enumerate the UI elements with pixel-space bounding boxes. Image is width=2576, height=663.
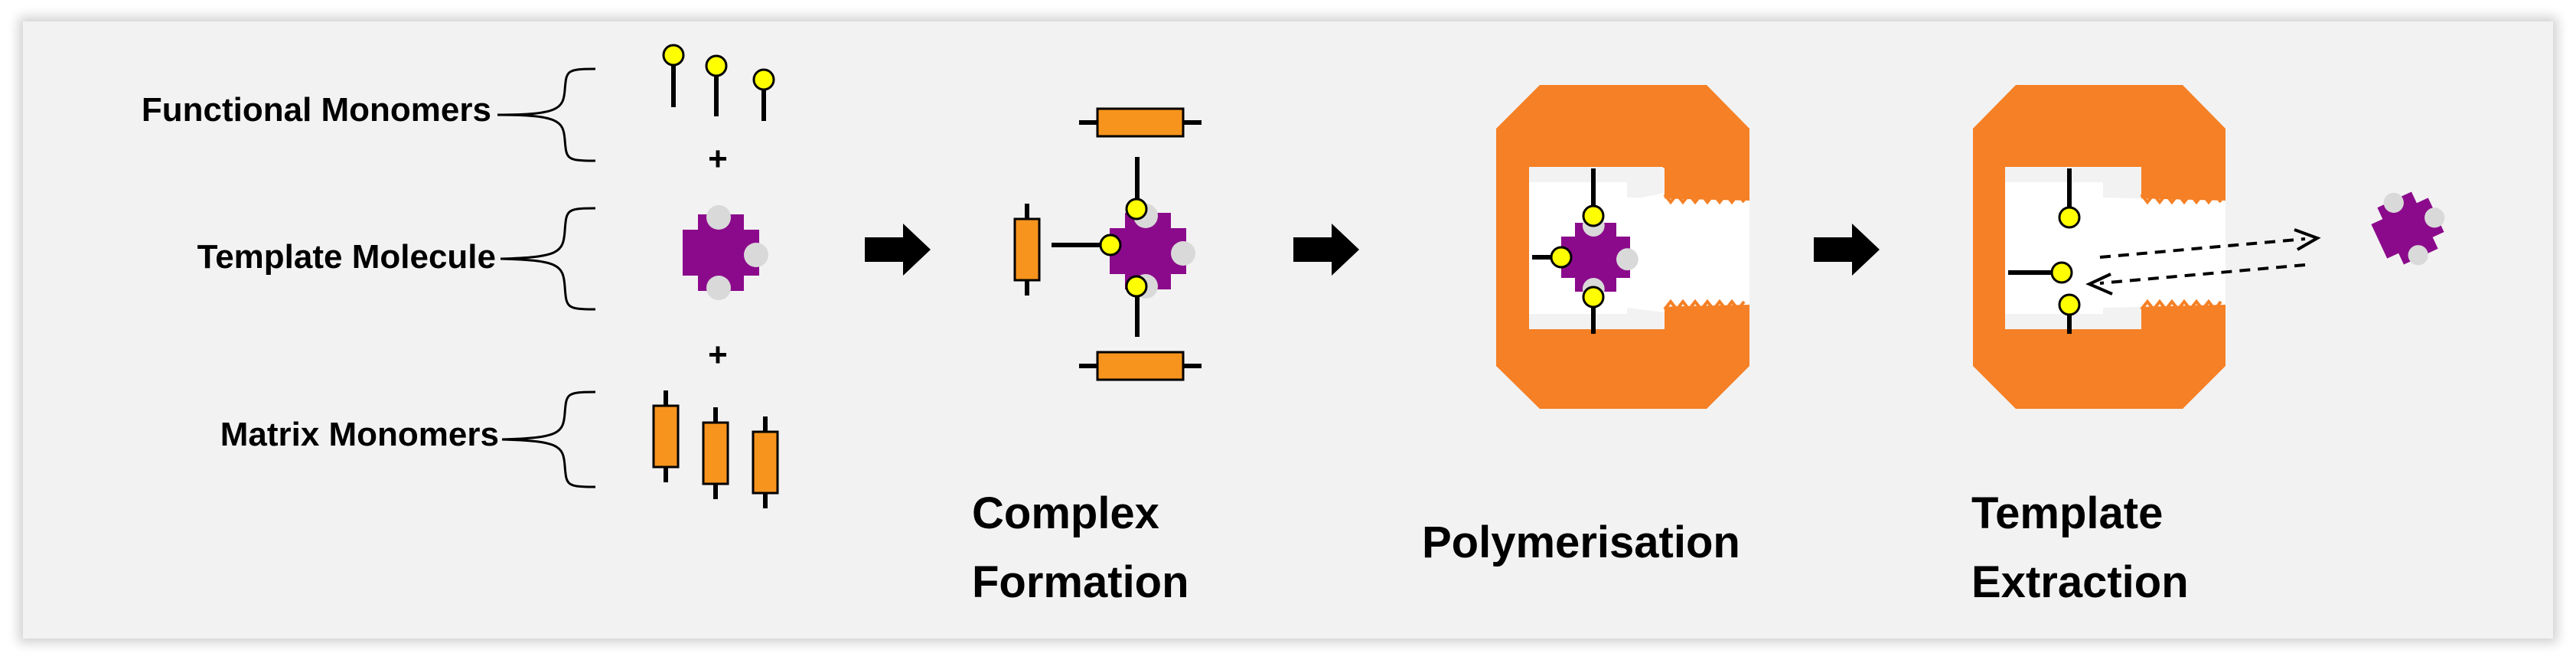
- functional-brace: [497, 67, 596, 162]
- functional-monomers: [662, 44, 775, 121]
- complex-assembly: [1015, 109, 1202, 380]
- polymer-template-complex: [1532, 168, 1639, 334]
- matrix-monomers: [654, 390, 778, 508]
- functional-monomers-label: Functional Monomers: [142, 91, 491, 129]
- matrix-brace: [501, 390, 596, 488]
- arrow-1: [865, 224, 931, 276]
- arrow-2: [1293, 224, 1359, 276]
- complex-formation-line1: Complex: [972, 488, 1159, 538]
- polymerisation-label: Polymerisation: [1422, 518, 1740, 567]
- template-molecule: [683, 205, 768, 300]
- template-extraction-line1: Template: [1971, 488, 2163, 538]
- complex-formation-line2: Formation: [972, 557, 1189, 607]
- extracted-template: [2362, 176, 2460, 277]
- template-molecule-label: Template Molecule: [197, 238, 496, 276]
- imprinted-polymer: [1973, 85, 2225, 409]
- matrix-monomers-label: Matrix Monomers: [220, 416, 499, 453]
- plus-sign-1: +: [708, 140, 728, 178]
- arrow-3: [1814, 224, 1880, 276]
- template-extraction-line2: Extraction: [1971, 557, 2189, 607]
- extraction-arrows: [2085, 228, 2321, 296]
- template-brace: [500, 207, 596, 311]
- plus-sign-2: +: [708, 336, 728, 374]
